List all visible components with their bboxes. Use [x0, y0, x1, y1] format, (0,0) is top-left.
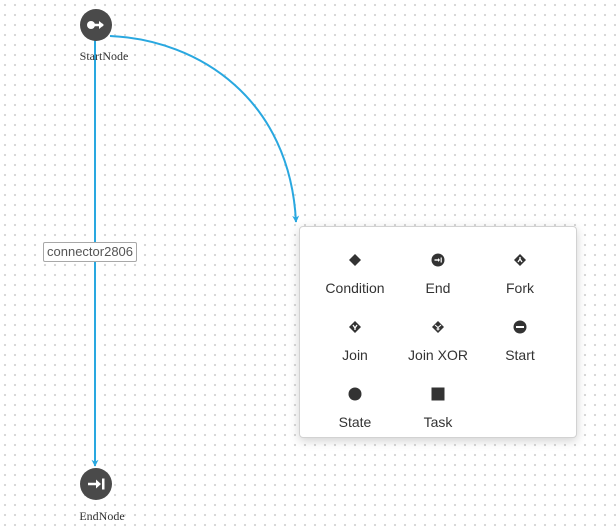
end-node-label: EndNode	[79, 509, 125, 523]
fork-icon	[514, 254, 526, 266]
palette-item-label: Task	[423, 414, 453, 430]
end-node-icon	[431, 253, 445, 267]
palette-item-label: Fork	[506, 280, 534, 296]
palette-item-label: Join	[342, 347, 368, 363]
palette-item-end[interactable]: End	[397, 235, 479, 296]
palette-item-label: End	[425, 280, 451, 296]
palette-item-start[interactable]: Start	[479, 302, 561, 363]
start-node-label: StartNode	[79, 49, 129, 63]
palette-item-state[interactable]: State	[314, 369, 396, 430]
connector-label[interactable]: connector2806	[43, 242, 138, 262]
palette-item-join[interactable]: Join	[314, 302, 396, 363]
condition-diamond-icon	[349, 254, 361, 266]
palette-item-label: Start	[505, 347, 535, 363]
end-node[interactable]	[80, 468, 112, 500]
palette-item-condition[interactable]: Condition	[314, 235, 396, 296]
palette-item-label: State	[338, 414, 372, 430]
palette-item-label: Join XOR	[408, 347, 468, 363]
task-square-icon	[431, 387, 445, 401]
start-arrow-icon	[87, 21, 104, 29]
join-xor-icon	[432, 321, 444, 333]
palette-item-label: Condition	[325, 280, 385, 296]
end-arrow-icon	[88, 478, 105, 490]
palette-item-join-xor[interactable]: Join XOR	[397, 302, 479, 363]
start-node-icon	[513, 320, 527, 334]
node-palette: Condition End Fork Join	[299, 226, 577, 438]
state-circle-icon	[348, 387, 362, 401]
palette-item-fork[interactable]: Fork	[479, 235, 561, 296]
connector-start-palette[interactable]	[109, 35, 300, 223]
start-node[interactable]	[80, 9, 112, 41]
palette-item-task[interactable]: Task	[397, 369, 479, 430]
join-icon	[349, 321, 361, 333]
